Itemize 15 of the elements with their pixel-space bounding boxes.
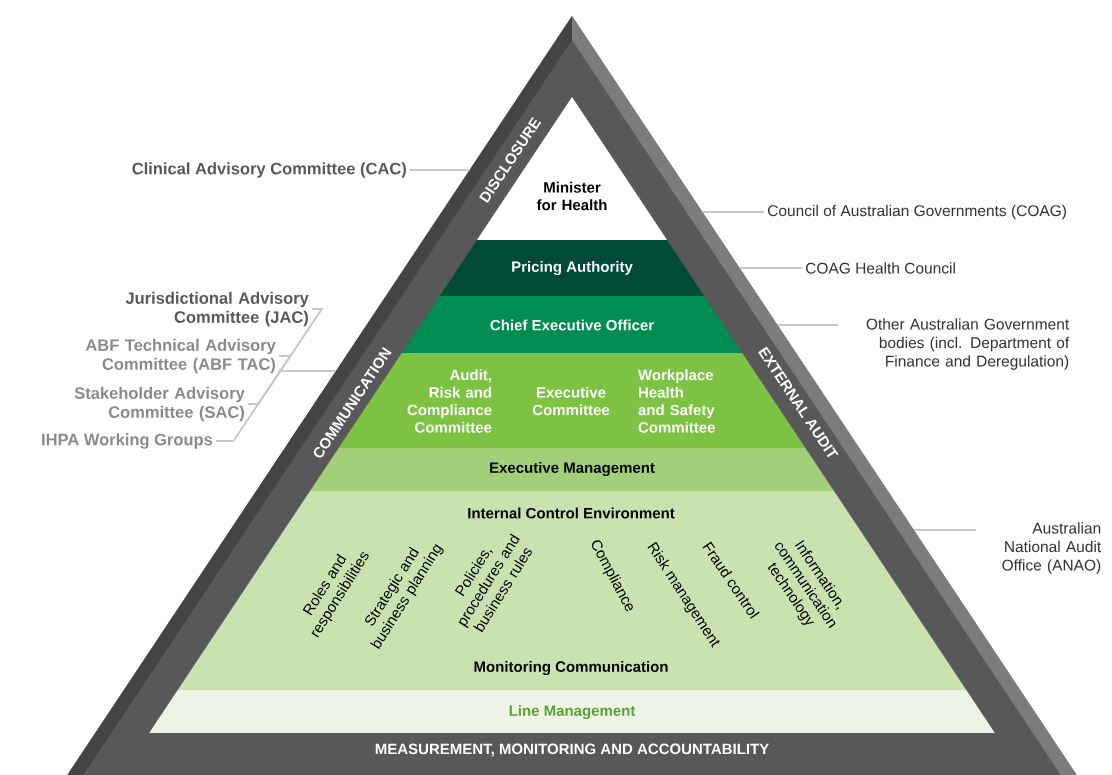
leader-line [701,211,765,213]
body-label: COAG Health Council [806,262,955,274]
leader-line [409,169,471,171]
tier-band: Pricing Authority [439,240,705,296]
leader-line [738,267,803,269]
committee-label: Jurisdictional Advisory Committee (JAC) [125,291,309,327]
committee-label: Clinical Advisory Committee (CAC) [132,162,406,178]
committee-label: Stakeholder Advisory Committee (SAC) [74,386,245,422]
tier-band: Line Management [149,690,995,733]
leader-line [215,370,337,442]
leader-line [776,324,839,326]
committee-label: ABF Technical Advisory Committee (ABF TAC) [85,338,276,374]
body-label: Council of Australian Governments (COAG) [768,204,1066,220]
body-label: Other Australian Government bodies (incl. Department of Finance and Deregulation) [866,318,1070,370]
leader-line [912,529,977,531]
